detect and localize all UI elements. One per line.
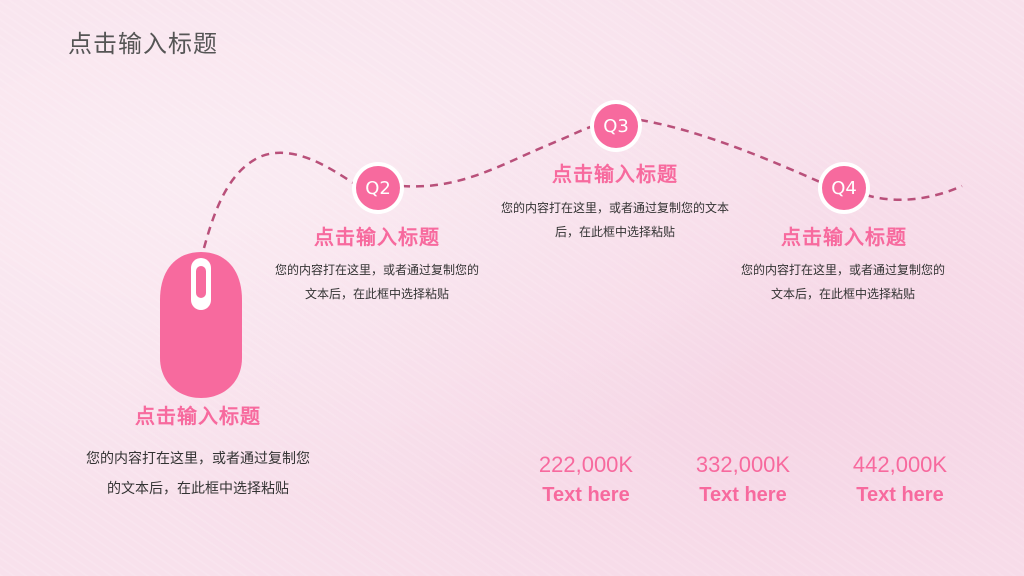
q2-title: 点击输入标题 <box>314 225 440 249</box>
q2-body: 您的内容打在这里，或者通过复制您的 文本后，在此框中选择粘贴 <box>247 258 507 306</box>
mouse-section-body-line1: 您的内容打在这里，或者通过复制您 <box>86 451 310 467</box>
q4-badge: Q4 <box>822 166 866 210</box>
page-title: 点击输入标题 <box>68 30 218 58</box>
stat-label-3: Text here <box>856 484 944 506</box>
stat-value-2: 332,000K <box>695 452 791 477</box>
q3-body: 您的内容打在这里，或者通过复制您的文本 后，在此框中选择粘贴 <box>470 196 760 244</box>
stat-value-3: 442,000K <box>852 452 948 477</box>
mouse-section-title: 点击输入标题 <box>135 404 261 428</box>
q4-title: 点击输入标题 <box>781 225 907 249</box>
q3-body-line2: 后，在此框中选择粘贴 <box>554 225 675 239</box>
q2-badge: Q2 <box>356 166 400 210</box>
stat-label-1: Text here <box>542 484 630 506</box>
q2-body-line1: 您的内容打在这里，或者通过复制您的 <box>274 263 479 277</box>
q4-body-line1: 您的内容打在这里，或者通过复制您的 <box>740 263 945 277</box>
q4-body: 您的内容打在这里，或者通过复制您的 文本后，在此框中选择粘贴 <box>713 258 973 306</box>
computer-mouse-icon <box>160 252 242 398</box>
stat-value-1: 222,000K <box>538 452 634 477</box>
mouse-section-body: 您的内容打在这里，或者通过复制您 的文本后，在此框中选择粘贴 <box>48 444 348 504</box>
mouse-section-body-line2: 的文本后，在此框中选择粘贴 <box>107 481 289 497</box>
q3-body-line1: 您的内容打在这里，或者通过复制您的文本 <box>500 201 729 215</box>
stat-label-2: Text here <box>699 484 787 506</box>
q2-body-line2: 文本后，在此框中选择粘贴 <box>304 287 449 301</box>
q3-badge: Q3 <box>594 104 638 148</box>
q4-body-line2: 文本后，在此框中选择粘贴 <box>770 287 915 301</box>
q3-title: 点击输入标题 <box>552 162 678 186</box>
